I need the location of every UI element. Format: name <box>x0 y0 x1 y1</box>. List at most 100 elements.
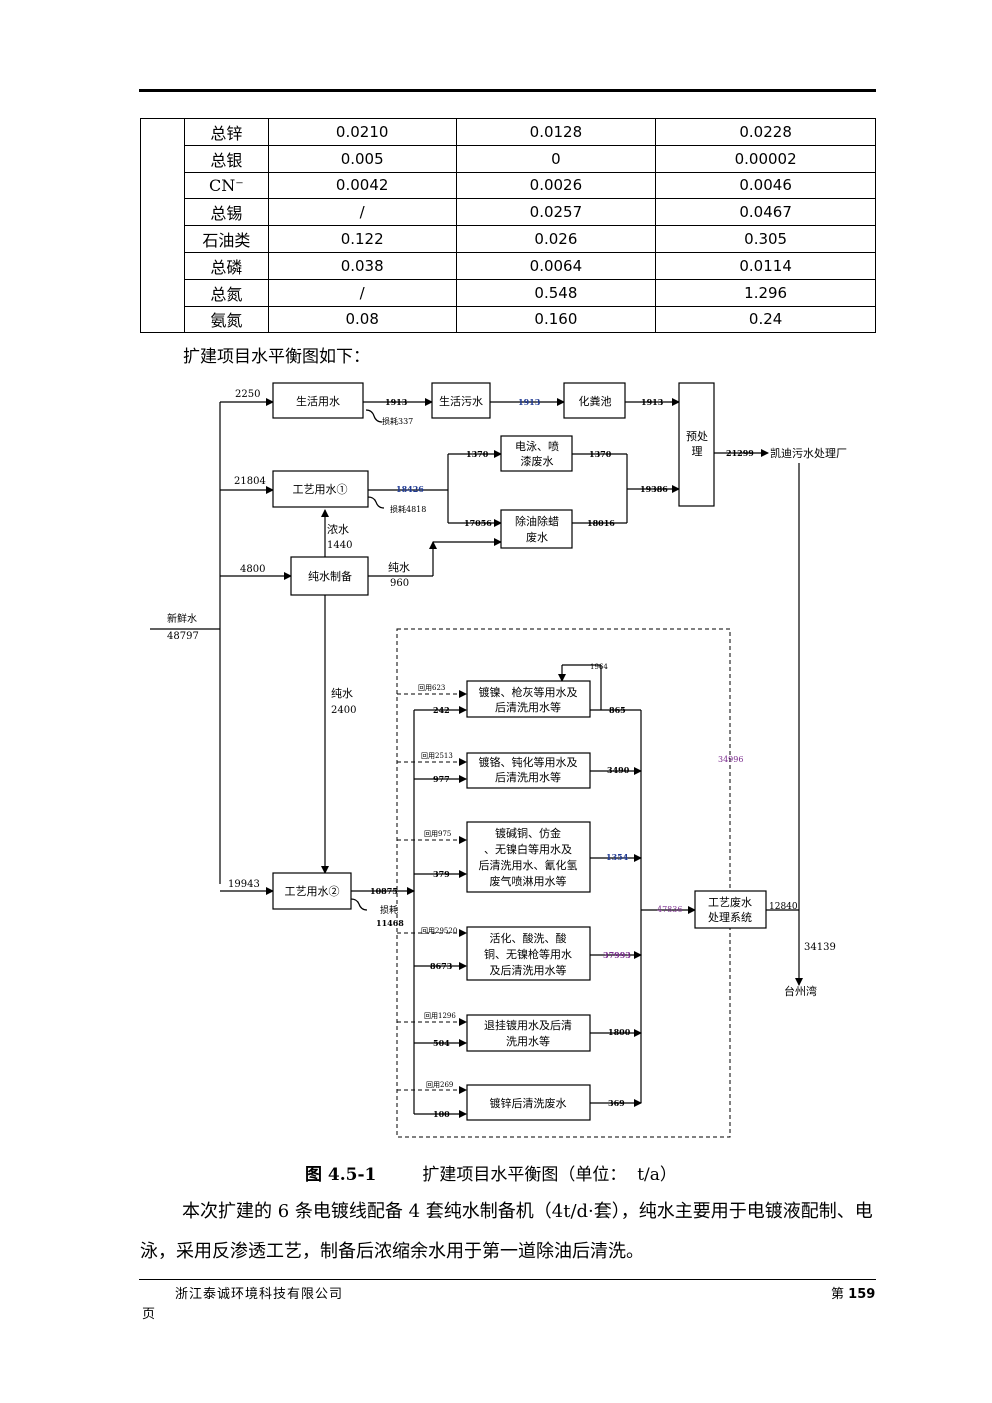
flow-1964: 1964 <box>590 663 608 671</box>
footer-page-suffix: 页 <box>142 1307 156 1322</box>
flow-1913-b: 1913 <box>518 397 541 407</box>
pure-water-prep-label: 纯水制备 <box>308 569 352 583</box>
degrease-box <box>500 509 573 549</box>
septic-tank-box <box>563 382 626 419</box>
footer-page-value: 159 <box>848 1287 876 1302</box>
pretreat-label-1: 预处 <box>686 430 708 443</box>
domestic-water-label: 生活用水 <box>296 394 340 408</box>
intro-text: 扩建项目水平衡图如下： <box>183 347 370 367</box>
footer-page-number: 第 159 <box>831 1283 875 1302</box>
electrophoresis-label-2: 漆废水 <box>521 454 554 468</box>
flow-369: 369 <box>608 1098 625 1108</box>
pretreat-label-2: 理 <box>692 445 703 458</box>
pollutant-value: 0.0257 <box>455 198 657 227</box>
zinc-line-box <box>466 1084 591 1121</box>
pollutant-value: 0.005 <box>267 144 457 173</box>
wastewater-system-label-1: 工艺废水 <box>708 895 752 909</box>
loss-2-label: 损耗 <box>380 904 398 916</box>
flow-34139: 34139 <box>804 942 836 953</box>
pollutant-value: 0.548 <box>455 278 657 307</box>
pure-water-label-2: 纯水 <box>331 687 353 700</box>
flow-47836: 47836 <box>657 905 682 914</box>
pollutant-value: 0.0228 <box>655 118 876 146</box>
domestic-sewage-box <box>431 382 491 419</box>
process-water-2-box <box>272 872 352 910</box>
nickel-line-label-2: 后清洗用水等 <box>495 700 561 714</box>
degrease-label-2: 废水 <box>526 530 548 544</box>
activation-line-label-3: 及后清洗用水等 <box>490 963 567 977</box>
copper-line-label-3: 后清洗用水、氰化氢 <box>479 858 578 872</box>
body-paragraph: 本次扩建的 6 条电镀线配备 4 套纯水制备机（4t/d·套），纯水主要用于电镀… <box>140 1201 873 1262</box>
pollutant-name: 总氮 <box>183 278 269 307</box>
pollutant-name: 总磷 <box>183 251 269 280</box>
figure-unit: t/a） <box>637 1165 677 1185</box>
flow-100: 100 <box>433 1109 450 1119</box>
pretreatment-box <box>678 382 715 507</box>
fresh-water-total: 48797 <box>167 631 199 642</box>
pollutant-value: 0.038 <box>267 251 457 280</box>
footer-page-prefix: 第 <box>831 1287 845 1302</box>
wastewater-system-label-2: 处理系统 <box>708 911 752 924</box>
kaidi-plant-label: 凯迪污水处理厂 <box>770 447 847 460</box>
flow-2400: 2400 <box>331 705 356 716</box>
flow-504: 504 <box>433 1038 450 1048</box>
pure-water-prep-box <box>290 556 369 596</box>
flow-21804: 21804 <box>234 476 266 487</box>
flow-1354: 1354 <box>606 852 629 862</box>
reuse-623: 回用623 <box>418 684 445 692</box>
flow-865: 865 <box>609 705 626 715</box>
flow-1913-a: 1913 <box>385 397 408 407</box>
copper-line-label-2: 、无镍白等用水及 <box>484 842 572 856</box>
pollutant-value: 0.0042 <box>267 171 457 200</box>
loss-2-value: 11468 <box>376 918 404 928</box>
loss-337: 损耗337 <box>382 416 413 426</box>
flow-19386: 19386 <box>640 484 668 494</box>
flow-1440: 1440 <box>327 540 352 551</box>
flow-21299: 21299 <box>726 448 754 458</box>
loss-4818: 损耗4818 <box>390 504 426 514</box>
flow-34996: 34996 <box>718 755 743 764</box>
pollutant-value: 0.305 <box>655 225 876 253</box>
pure-water-label-1: 纯水 <box>388 561 410 574</box>
activation-line-label-1: 活化、酸洗、酸 <box>490 931 567 945</box>
pollutant-value: 0.24 <box>655 305 876 334</box>
flow-3490: 3490 <box>607 765 630 775</box>
reuse-269: 回用269 <box>426 1081 453 1089</box>
flow-379: 379 <box>433 869 450 879</box>
process-water-2-label: 工艺用水② <box>285 885 340 898</box>
process-water-1-label: 工艺用水① <box>293 483 348 496</box>
process-water-1-box <box>272 470 369 508</box>
strip-line-label-1: 退挂镀用水及后清 <box>484 1018 572 1032</box>
domestic-sewage-label: 生活污水 <box>439 394 483 408</box>
fresh-water-label: 新鲜水 <box>167 612 197 625</box>
footer-company: 浙江泰诚环境科技有限公司 <box>175 1287 344 1302</box>
flow-19943: 19943 <box>228 879 260 890</box>
pollutant-value: 0.160 <box>455 305 657 334</box>
taizhou-bay-label: 台州湾 <box>784 984 817 998</box>
flow-10875: 10875 <box>370 886 398 896</box>
degrease-label-1: 除油除蜡 <box>515 514 559 528</box>
flow-8673: 8673 <box>430 961 453 971</box>
pollutant-value: 0.08 <box>267 305 457 334</box>
pollutant-value: 1.296 <box>655 278 876 307</box>
flow-977: 977 <box>433 774 450 784</box>
pollutant-value: 0 <box>455 144 657 173</box>
flow-1913-c: 1913 <box>641 397 664 407</box>
nickel-line-box <box>466 680 591 718</box>
flow-1800: 1800 <box>608 1027 631 1037</box>
flow-17056: 17056 <box>464 518 492 528</box>
strip-line-label-2: 洗用水等 <box>506 1034 550 1048</box>
concentrate-label: 浓水 <box>327 523 349 536</box>
figure-title: 扩建项目水平衡图（单位： <box>422 1165 627 1185</box>
flow-1370-a: 1370 <box>466 449 489 459</box>
septic-tank-label: 化粪池 <box>579 394 612 408</box>
activation-line-box <box>466 926 591 981</box>
copper-line-box <box>466 821 591 893</box>
